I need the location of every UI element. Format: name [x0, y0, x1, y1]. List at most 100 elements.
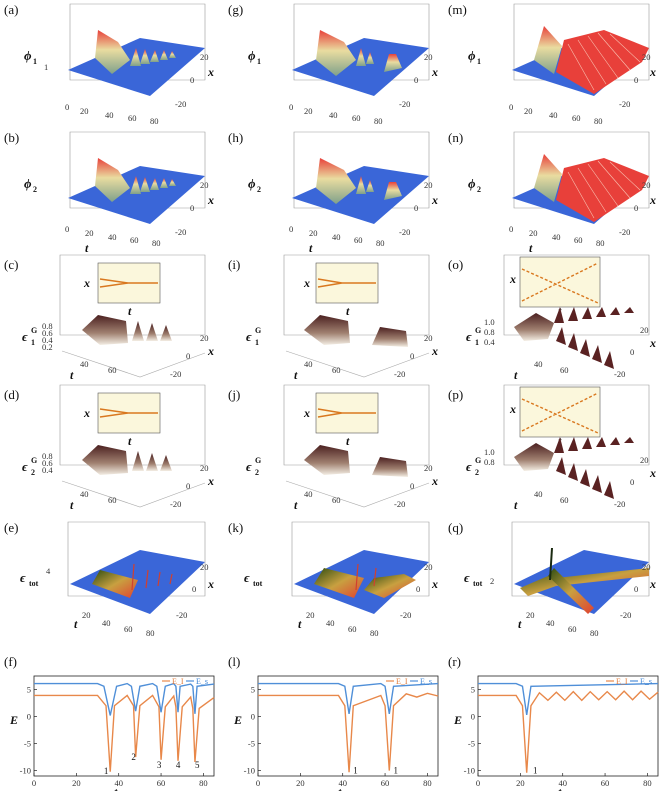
inset-trajectory	[317, 408, 376, 418]
x-axis-label: x	[649, 466, 656, 480]
panel-e: (e) ϵ tot 4 t 20 40 60 80 20 0 -20 x	[4, 520, 214, 638]
axis-x-ticks: 20 0 -20 x	[175, 52, 214, 109]
x-tick: 20	[200, 180, 209, 190]
lattice-peaks	[556, 158, 649, 222]
ridge-breathers	[132, 321, 172, 341]
t-tick: 60	[332, 495, 341, 505]
t-tick: 20	[524, 106, 533, 116]
t-axis-label: t	[294, 498, 298, 512]
ridge-breathers	[132, 451, 172, 471]
t-axis-label: t	[70, 498, 74, 512]
series-line-e_s	[258, 682, 439, 714]
energy-spikes	[131, 563, 173, 591]
plot-box	[69, 131, 206, 209]
x-tick: -20	[400, 610, 411, 620]
plot-frame	[477, 675, 659, 777]
t-tick: 40	[546, 618, 555, 628]
x-tick: -20	[176, 610, 187, 620]
inset-x-label: x	[509, 402, 516, 416]
t-tick: 40	[105, 110, 114, 120]
row-phi2: (b) ϕ 2 0 20 40 60 80 t 20 0 -20 x (h)	[4, 130, 656, 255]
t-tick: 80	[370, 628, 379, 638]
panel-label: (m)	[448, 2, 467, 17]
t-tick: 0	[289, 102, 293, 112]
z-axis-label: ϵ	[244, 570, 250, 585]
t-tick: 60	[560, 365, 569, 375]
z-axis-label: ϵ	[246, 329, 252, 344]
t-axis-label: t	[518, 617, 522, 631]
z-tick: 0.4	[42, 335, 53, 345]
z-tick: 0.8	[42, 451, 53, 461]
t-axis-label: t	[514, 498, 518, 512]
soliton-ridge	[316, 30, 356, 76]
x-tick: 20	[424, 463, 433, 473]
inset-t-label: t	[128, 434, 132, 448]
t-tick: 0	[509, 224, 513, 234]
panel-a: (a) ϕ 1 1 0 20 40 60 80 20	[4, 2, 214, 126]
x-tick: 0	[410, 351, 414, 361]
x-axis-label: x	[649, 577, 656, 591]
y-tick-label: 5	[27, 685, 31, 695]
soliton-ridge	[534, 26, 562, 74]
x-tick-label: 60	[381, 778, 390, 788]
z-axis-label: ϵ	[20, 570, 26, 585]
panel-c: (c) x t ϵ 1 G 0.8 0.6 0.4 0.2 t 40 60 20…	[4, 254, 214, 382]
t-tick: 60	[130, 235, 139, 245]
panel-g: (g) ϕ 1 0 20 40 60 80 20 0 -20	[228, 2, 438, 126]
t-tick: 0	[509, 102, 513, 112]
z-axis-sub: 2	[31, 468, 35, 477]
x-tick-label: 80	[643, 778, 652, 788]
z-tick: 0.8	[484, 457, 495, 467]
plot-box	[293, 3, 430, 81]
y-tick-label: 0	[251, 712, 255, 722]
plot-box	[503, 254, 650, 336]
legend-label: E_s	[196, 677, 208, 686]
z-axis-sup: G	[31, 326, 37, 335]
z-tick: 0.2	[42, 342, 53, 352]
z-axis-sub: 2	[33, 185, 37, 194]
x-tick: -20	[619, 227, 630, 237]
t-axis-label: t	[294, 368, 298, 382]
axis-t-ticks: 0 20 40 60 80	[65, 102, 159, 126]
x-tick-label: 80	[423, 778, 432, 788]
t-tick: 60	[124, 624, 133, 634]
z-axis-sup: G	[475, 456, 481, 465]
t-tick: 40	[326, 618, 335, 628]
z-axis-label: ϵ	[466, 329, 472, 344]
axis-t-ticks: 0 20 40 60 80	[509, 102, 603, 126]
plot-box	[513, 3, 650, 81]
t-tick: 40	[329, 110, 338, 120]
t-tick: 80	[152, 238, 161, 248]
t-axis-label: t	[85, 241, 89, 255]
z-axis-label: ϕ	[24, 176, 32, 191]
z-axis-label: ϵ	[466, 459, 472, 474]
z-axis-label: ϵ	[22, 459, 28, 474]
z-tick: 1	[44, 62, 48, 72]
series-line-e_s	[478, 682, 659, 716]
collision-marker: 1	[353, 765, 358, 775]
x-tick: 20	[424, 180, 433, 190]
plot-box	[69, 3, 206, 81]
y-tick-label: 5	[251, 685, 255, 695]
panel-label: (c)	[4, 257, 18, 272]
soliton-ridge	[534, 154, 562, 202]
axis-z: ϕ 1 1	[24, 48, 48, 72]
panel-label: (e)	[4, 520, 18, 535]
t-tick: 40	[332, 232, 341, 242]
z-axis-sub: 2	[255, 468, 259, 477]
series-line-e_i	[34, 694, 215, 772]
x-axis-label: x	[431, 344, 438, 358]
plot-box	[511, 521, 650, 597]
z-axis-sub: 2	[475, 468, 479, 477]
z-tick: 0.4	[42, 465, 53, 475]
legend-label: E_I	[616, 677, 628, 686]
legend-label: E_s	[420, 677, 432, 686]
t-tick: 40	[80, 489, 89, 499]
plot-frame	[257, 675, 439, 777]
plot-box	[283, 254, 430, 336]
z-axis-label: ϕ	[24, 48, 32, 63]
z-axis-sup: G	[475, 326, 481, 335]
x-tick: 0	[414, 203, 418, 213]
plot-box	[67, 521, 206, 597]
